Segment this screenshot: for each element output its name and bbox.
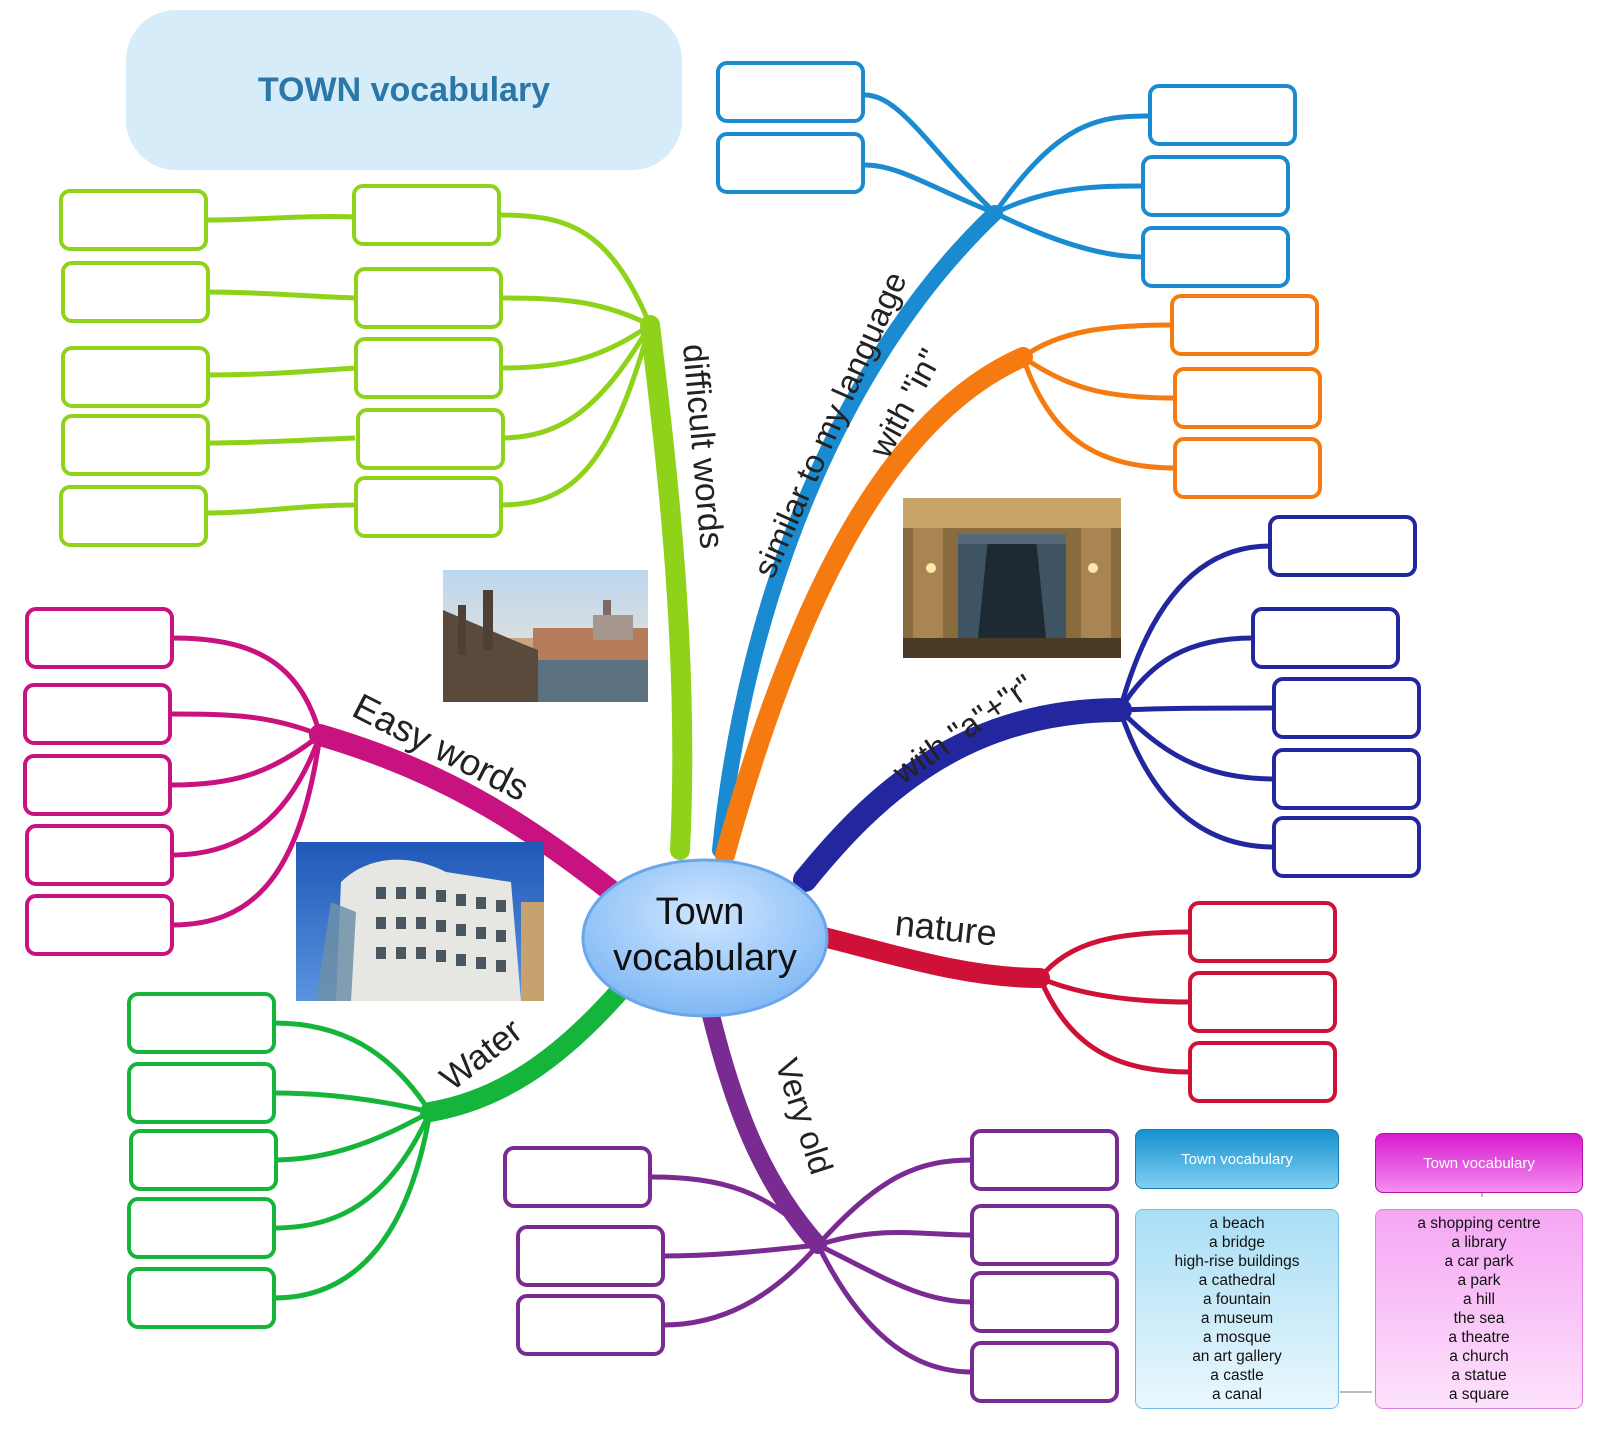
vocab-word: the sea bbox=[1453, 1310, 1505, 1327]
vocab-word: a library bbox=[1451, 1234, 1507, 1251]
vocab-word: a mosque bbox=[1202, 1329, 1272, 1346]
vocab-word: a park bbox=[1457, 1272, 1501, 1289]
vocab-box-pink: Town vocabulary a shopping centre a libr… bbox=[1375, 1133, 1583, 1409]
vocab-word: a church bbox=[1449, 1348, 1509, 1365]
vocab-word: a cathedral bbox=[1198, 1272, 1276, 1289]
vocab-word: a canal bbox=[1212, 1386, 1262, 1403]
branch-nature: nature bbox=[805, 901, 1337, 1103]
photo-dancing-house bbox=[296, 842, 544, 1001]
central-topic: Town vocabulary bbox=[581, 858, 829, 1018]
vocab-word: a fountain bbox=[1202, 1291, 1272, 1308]
page-title: TOWN vocabulary bbox=[257, 70, 551, 109]
vocab-word: a square bbox=[1448, 1386, 1510, 1403]
vocab-word: a bridge bbox=[1208, 1234, 1265, 1251]
vocab-word: a car park bbox=[1444, 1253, 1514, 1270]
vocab-word: a hill bbox=[1463, 1291, 1495, 1308]
vocab-word: an art gallery bbox=[1192, 1348, 1282, 1365]
vocab-box-pink-header: Town vocabulary bbox=[1375, 1133, 1583, 1193]
vocab-word: high-rise buildings bbox=[1174, 1253, 1300, 1270]
central-topic-line1: Town bbox=[656, 891, 745, 933]
vocab-box-pink-list: a shopping centre a library a car park a… bbox=[1375, 1209, 1583, 1409]
vocab-word: a statue bbox=[1451, 1367, 1507, 1384]
title-cloud: TOWN vocabulary bbox=[136, 20, 672, 160]
branch-water: Water bbox=[127, 975, 635, 1329]
vocab-word: a beach bbox=[1209, 1215, 1265, 1232]
branch-label-nature: nature bbox=[893, 902, 999, 953]
vocab-word: a theatre bbox=[1448, 1329, 1510, 1346]
photo-theatre-stage bbox=[903, 498, 1121, 658]
vocab-word: a shopping centre bbox=[1417, 1215, 1541, 1232]
branch-very-old: Very old bbox=[503, 981, 1119, 1403]
vocab-box-blue: Town vocabulary a beach a bridge high-ri… bbox=[1135, 1129, 1339, 1409]
vocab-word: a castle bbox=[1210, 1367, 1264, 1384]
vocab-box-blue-list: a beach a bridge high-rise buildings a c… bbox=[1135, 1209, 1339, 1409]
photo-charles-bridge bbox=[443, 570, 648, 702]
branch-difficult-words: difficult words bbox=[59, 184, 731, 860]
central-topic-line2: vocabulary bbox=[613, 937, 797, 979]
vocab-word: a museum bbox=[1200, 1310, 1274, 1327]
vocab-box-blue-header: Town vocabulary bbox=[1135, 1129, 1339, 1189]
branch-label-very-old: Very old bbox=[768, 1054, 840, 1179]
branch-label-difficult-words: difficult words bbox=[675, 342, 731, 550]
